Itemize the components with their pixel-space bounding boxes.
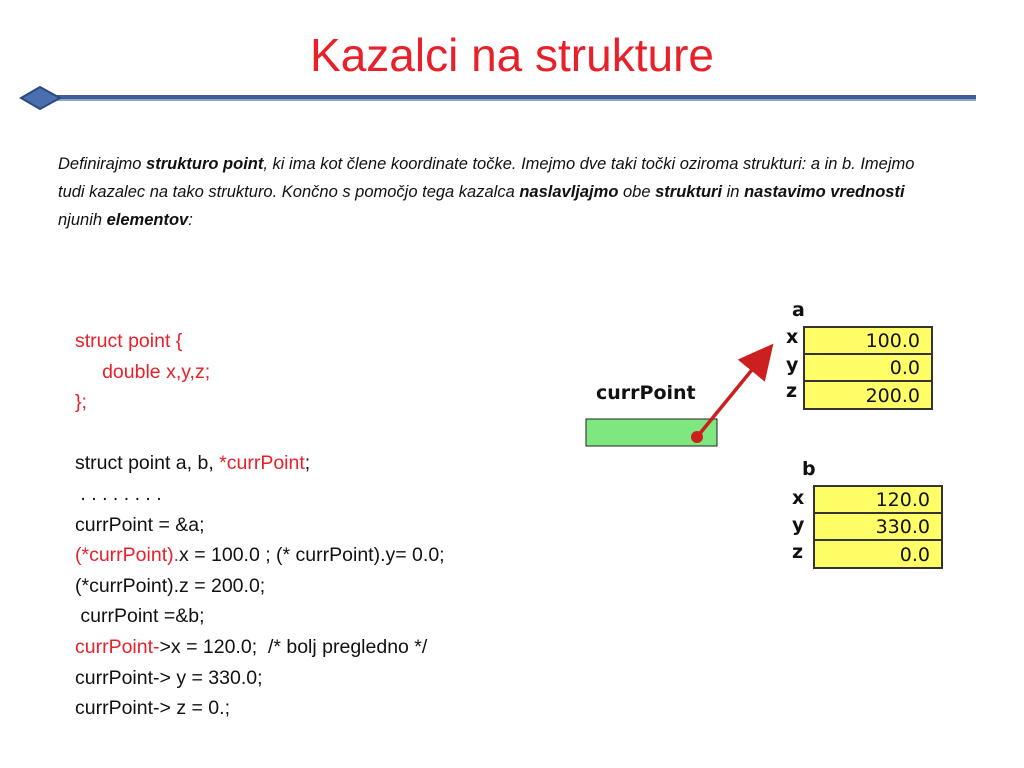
pointer-diagram: currPoint a x y z 100.0 0.0 200.0 b x y …	[585, 299, 943, 569]
code-line: double x,y,z;	[75, 360, 211, 383]
intro-text-5: njunih	[58, 211, 107, 229]
code-segment: x = 100.0 ; (* currPoint).y= 0.0;	[179, 544, 445, 567]
intro-paragraph: Definirajmo strukturo point, ki ima kot …	[58, 150, 938, 234]
struct-a-field-x: x	[786, 326, 798, 348]
intro-bold-1: strukturo point	[146, 155, 264, 173]
code-segment-highlight: (*currPoint).	[75, 544, 180, 567]
intro-bold-5: elementov	[106, 211, 189, 229]
struct-b-value-x: 120.0	[876, 489, 930, 511]
code-segment-highlight: *currPoint	[219, 452, 305, 475]
code-line: currPoint->x = 120.0; /* bolj pregledno …	[75, 632, 445, 663]
struct-b-value-y: 330.0	[876, 516, 930, 538]
struct-a-value-y: 0.0	[890, 357, 920, 379]
code-line: currPoint-> y = 330.0;	[75, 666, 263, 689]
intro-text-4: in	[722, 183, 745, 201]
code-line: struct point a, b, *currPoint;	[75, 448, 445, 479]
pointer-arrow	[695, 343, 774, 439]
slide-title: Kazalci na strukture	[310, 29, 714, 81]
intro-text-3: obe	[618, 183, 656, 201]
code-line: currPoint =&b;	[75, 605, 205, 628]
intro-text-6: :	[188, 211, 193, 229]
struct-b-value-z: 0.0	[900, 544, 930, 566]
code-line: struct point {	[75, 330, 183, 352]
code-blank-line	[75, 418, 445, 449]
code-line: currPoint = &a;	[75, 513, 205, 536]
struct-b-field-y: y	[792, 514, 805, 536]
intro-bold-2: naslavljajmo	[519, 183, 619, 201]
code-line: . . . . . . . .	[75, 482, 162, 505]
struct-a-cell-z	[803, 380, 933, 410]
intro-bold-3: strukturi	[655, 183, 723, 201]
struct-b-cell-z	[813, 539, 943, 569]
code-line: (*currPoint).x = 100.0 ; (* currPoint).y…	[75, 540, 445, 571]
struct-b-name: b	[802, 458, 816, 480]
intro-text-2: , ki ima kot člene koordinate točke. Ime…	[58, 155, 915, 201]
intro-bold-4: nastavimo vrednosti	[744, 183, 905, 201]
struct-b-field-z: z	[792, 541, 803, 563]
code-block: struct point { double x,y,z; }; struct p…	[75, 326, 445, 724]
title-divider	[19, 85, 976, 111]
pointer-label: currPoint	[596, 382, 696, 404]
struct-a-value-x: 100.0	[866, 330, 920, 352]
code-line: currPoint-> z = 0.;	[75, 697, 230, 720]
struct-a-field-z: z	[786, 380, 797, 402]
code-line: (*currPoint).z = 200.0;	[75, 574, 266, 597]
intro-text-1: Definirajmo	[58, 155, 147, 173]
struct-a-name: a	[792, 299, 805, 321]
struct-b-cell-y	[813, 512, 943, 541]
code-segment-highlight: currPoint-	[75, 635, 160, 658]
struct-b-field-x: x	[792, 487, 804, 509]
code-segment: ;	[304, 452, 311, 475]
code-line: };	[75, 391, 87, 414]
code-segment: struct point a, b,	[75, 452, 220, 475]
struct-a-field-y: y	[786, 354, 799, 376]
struct-a-value-z: 200.0	[866, 385, 920, 407]
code-segment: >x = 120.0; /* bolj pregledno */	[159, 635, 428, 658]
struct-b-cell-x	[813, 485, 943, 514]
